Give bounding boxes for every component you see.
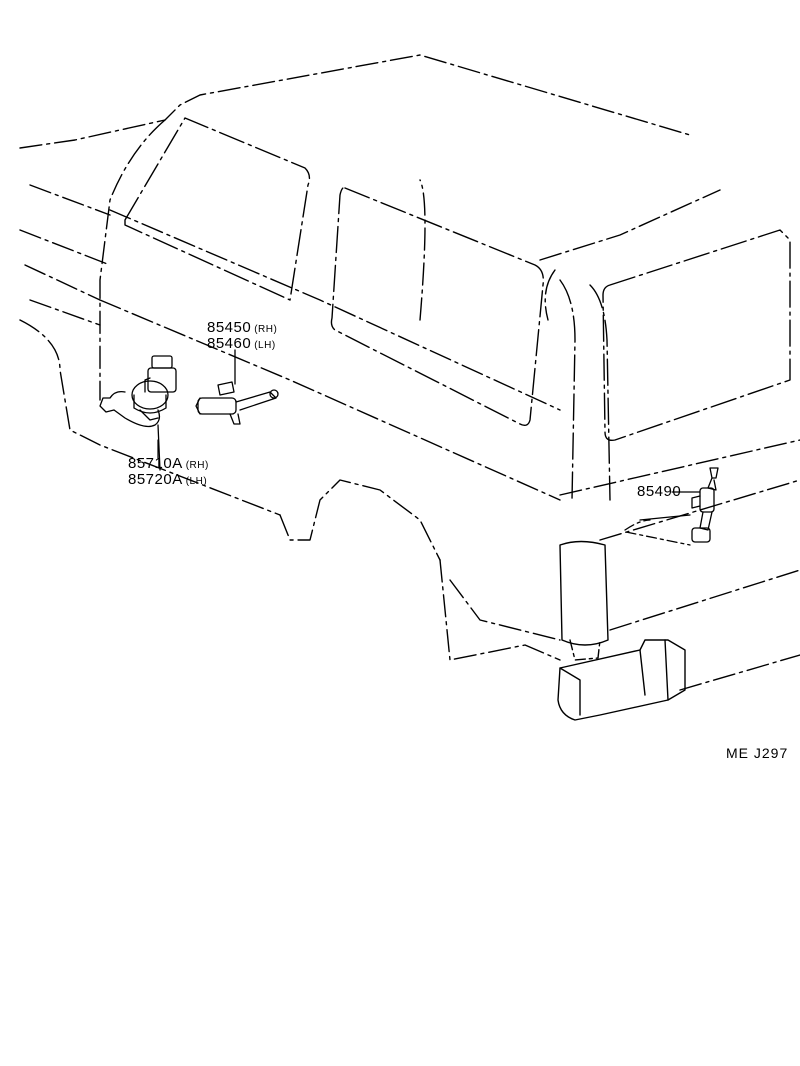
rear-pillar <box>544 269 611 501</box>
tail-lamp <box>559 540 609 646</box>
side-window-front <box>124 117 311 301</box>
rear-bumper <box>557 639 686 721</box>
washer-motor-pump <box>99 355 177 471</box>
rear-washer-nozzle <box>624 467 719 546</box>
callout-85460: 85460(LH) <box>207 335 276 352</box>
washer-nozzle-side <box>195 349 279 425</box>
callout-85490: 85490 <box>637 483 682 500</box>
callout-85710a: 85710A(RH) <box>128 455 209 472</box>
rear-window <box>602 229 791 442</box>
vehicle-body-outline <box>19 54 800 691</box>
leader-lines <box>157 439 701 493</box>
callout-85450: 85450(RH) <box>207 319 278 336</box>
side-window-rear <box>330 186 545 427</box>
drawing-code: ME J297 <box>726 745 789 761</box>
callout-85720a: 85720A(LH) <box>128 471 208 488</box>
